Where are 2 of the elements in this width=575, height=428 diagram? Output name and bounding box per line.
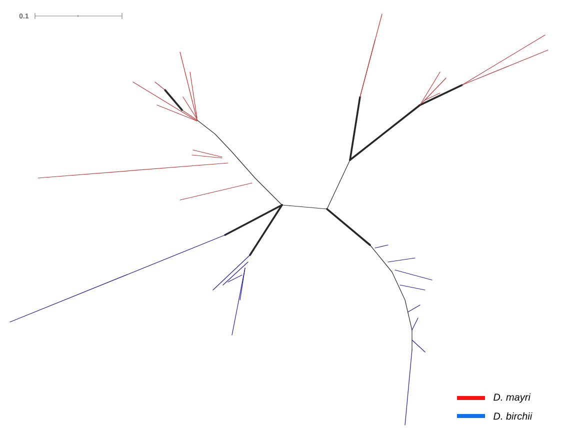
legend-label: D. birchii — [494, 412, 532, 420]
legend-label: D. mayri — [494, 393, 531, 403]
